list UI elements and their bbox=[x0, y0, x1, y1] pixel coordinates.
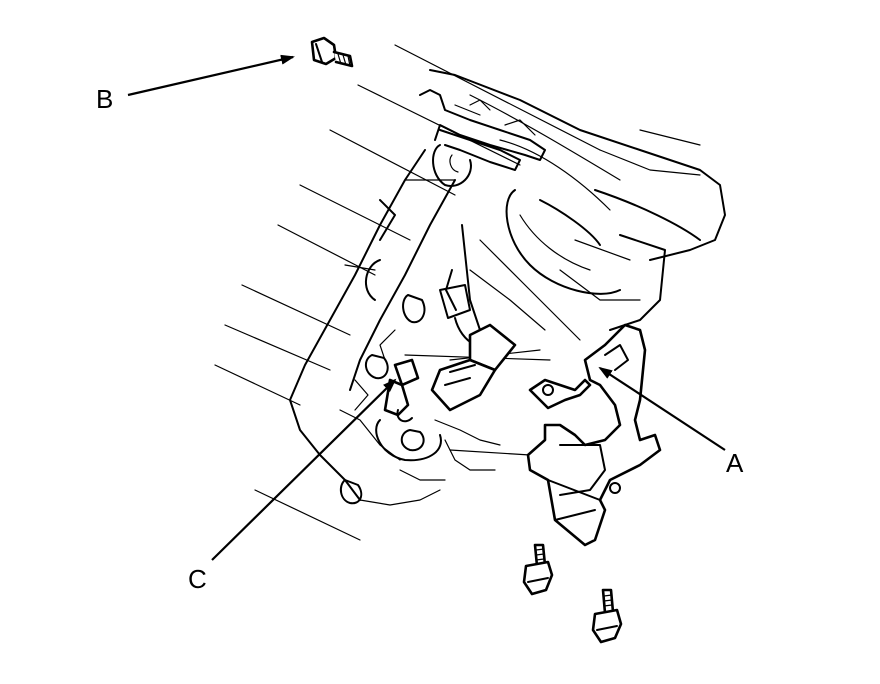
bolt-b bbox=[310, 36, 354, 68]
engine-block-outline bbox=[214, 44, 726, 541]
callout-label-b: B bbox=[96, 84, 113, 114]
bolt-lower-left bbox=[522, 543, 554, 596]
bolt-lower-right bbox=[591, 588, 623, 644]
callout-label-c: C bbox=[188, 564, 207, 594]
leader-b bbox=[127, 54, 295, 97]
leader-c bbox=[211, 378, 397, 561]
leader-a bbox=[598, 366, 726, 451]
wire-harness bbox=[439, 224, 481, 346]
sensor-c bbox=[383, 358, 420, 423]
sensor-cover-a bbox=[526, 323, 662, 547]
harness-connector bbox=[430, 323, 517, 412]
callout-label-a: A bbox=[726, 448, 744, 478]
